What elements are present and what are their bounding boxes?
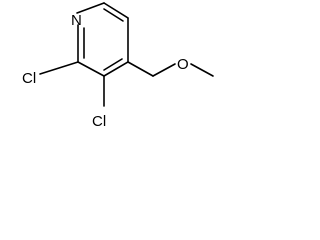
bond-c4-c3 [103,61,129,77]
bond-o-ch3 [190,63,214,77]
ring-nitrogen-label: N [71,12,82,29]
chlorine-2-label: Cl [22,70,36,87]
bond-c2-cl [39,61,79,75]
ether-oxygen-label: O [177,56,189,73]
bond-c4-c3-inner [103,58,123,71]
bond-ch2-o [152,63,176,77]
bond-c6-c5-outer [103,2,129,19]
bond-c6-c5-inner [103,8,124,22]
bond-n1-c6 [76,2,105,14]
structure-diagram: N Cl Cl O [22,2,214,130]
chlorine-3-label: Cl [92,113,106,130]
bond-c4-ch2 [127,61,154,77]
bond-c3-c2 [77,61,105,77]
